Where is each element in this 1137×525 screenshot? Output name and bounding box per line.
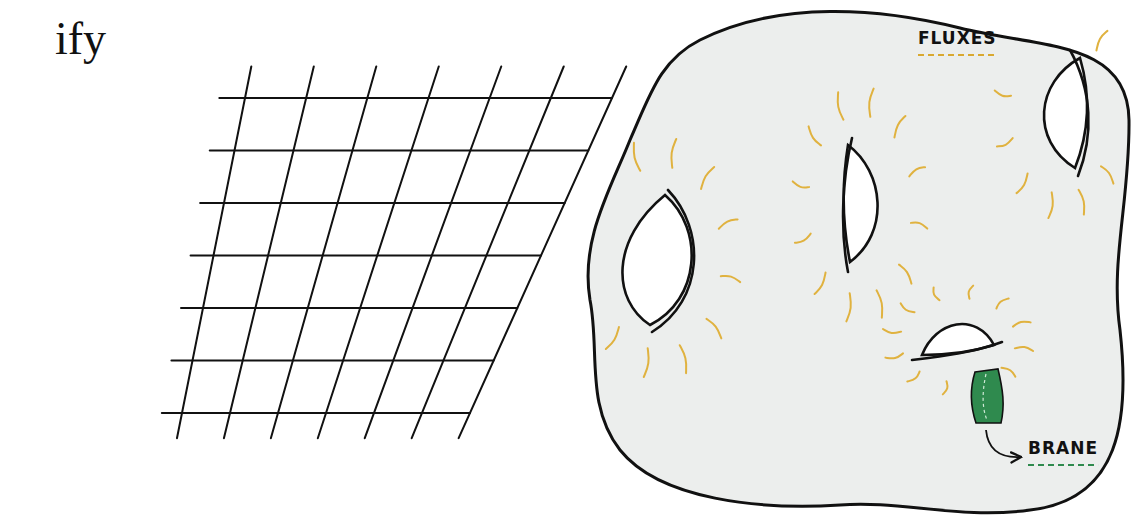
- grid-line: [318, 67, 439, 439]
- flat-grid: [162, 67, 626, 439]
- flux-stroke: [815, 272, 826, 294]
- flux-stroke: [838, 92, 844, 119]
- leader-arrow: [986, 430, 1020, 457]
- grid-line: [181, 307, 517, 309]
- flux-stroke: [899, 265, 911, 284]
- flux-stroke: [995, 90, 1011, 96]
- flux-stroke: [869, 89, 873, 117]
- flux-stroke: [1096, 31, 1107, 51]
- flux-lines: [606, 31, 1114, 394]
- brane-band: [971, 369, 1003, 423]
- grid-line: [412, 67, 564, 439]
- flux-label: FLUXES: [918, 30, 997, 47]
- flux-stroke: [671, 139, 676, 168]
- flux-stroke: [907, 371, 919, 381]
- grid-line: [162, 412, 470, 414]
- grid-line: [271, 67, 376, 439]
- manifold-outline: [588, 11, 1129, 512]
- flux-stroke: [701, 167, 714, 189]
- hole: [844, 145, 878, 262]
- flux-stroke: [634, 143, 641, 171]
- flux-stroke: [606, 327, 619, 349]
- flux-stroke: [877, 290, 883, 317]
- flux-stroke: [883, 329, 901, 333]
- holes: [622, 50, 1088, 360]
- dashed-underline: [918, 54, 997, 56]
- flux-stroke: [795, 234, 811, 243]
- flux-stroke: [1015, 347, 1033, 351]
- flux-stroke: [885, 353, 903, 358]
- flux-stroke: [1101, 166, 1113, 183]
- flux-stroke: [911, 222, 927, 228]
- flux-stroke: [943, 381, 948, 394]
- flux-stroke: [894, 116, 905, 138]
- hole-rim: [652, 190, 694, 332]
- grid-line: [210, 150, 589, 152]
- slide-title: ify: [55, 16, 106, 62]
- grid-line: [171, 360, 493, 362]
- hole-rim: [912, 342, 1002, 360]
- grid-line: [219, 97, 612, 99]
- flux-stroke: [997, 138, 1013, 146]
- hole: [622, 195, 691, 325]
- hole: [922, 324, 994, 355]
- grid-line: [200, 202, 565, 204]
- grid-line: [224, 67, 314, 439]
- flux-stroke: [846, 293, 850, 321]
- flux-stroke: [680, 345, 687, 373]
- grid-line: [365, 67, 501, 439]
- flux-stroke: [1001, 368, 1015, 377]
- flux-stroke: [901, 303, 915, 312]
- flux-stroke: [644, 348, 649, 377]
- grid-line: [191, 255, 541, 257]
- flux-stroke: [809, 126, 821, 145]
- flux-stroke: [969, 286, 974, 299]
- flux-stroke: [933, 287, 939, 300]
- grid-line: [177, 67, 251, 439]
- flux-stroke: [793, 181, 809, 187]
- flux-stroke: [909, 167, 925, 176]
- flux-stroke: [1079, 190, 1085, 215]
- brane-label: BRANE: [1028, 440, 1098, 457]
- flux-stroke: [1048, 192, 1052, 218]
- flux-stroke: [1017, 173, 1028, 193]
- dashed-underline: [1028, 464, 1098, 466]
- hole-rim: [843, 138, 852, 272]
- flux-stroke: [719, 219, 738, 228]
- underlines: [918, 55, 1098, 465]
- flux-stroke: [721, 276, 740, 282]
- flux-stroke: [706, 319, 721, 338]
- flux-stroke: [996, 298, 1008, 308]
- hole-rim: [1070, 50, 1088, 176]
- flux-stroke: [1013, 322, 1031, 327]
